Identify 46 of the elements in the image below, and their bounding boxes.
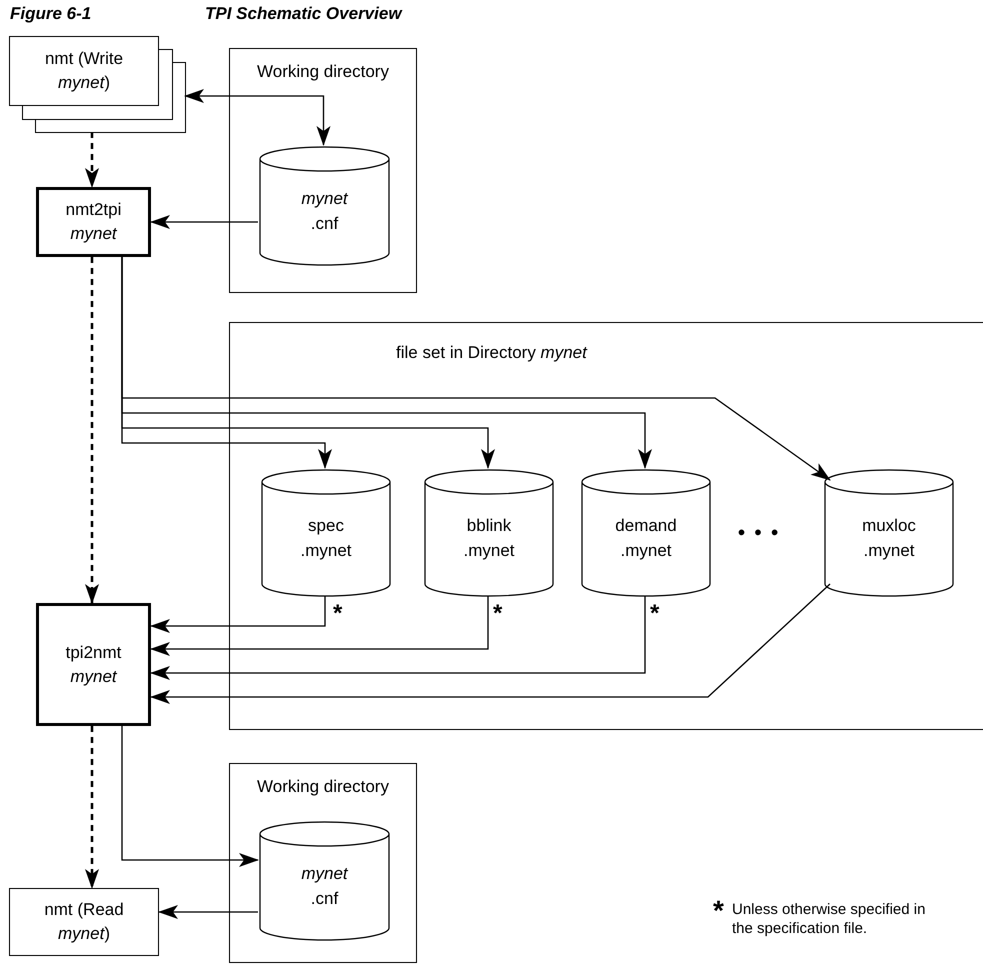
directory-title: Working directory — [256, 776, 390, 798]
database-cylinder — [581, 469, 711, 597]
arrow — [184, 89, 330, 146]
process-box — [36, 603, 151, 726]
database-cylinder — [259, 821, 390, 941]
figure-title: TPI Schematic Overview — [205, 3, 402, 25]
cylinder-label: bblink .mynet — [462, 515, 516, 562]
arrow — [150, 596, 489, 656]
ellipsis-dots: • • • — [738, 521, 780, 546]
cylinder-label: demand .mynet — [614, 515, 678, 562]
process-label: nmt (Write mynet) — [44, 48, 124, 94]
process-label: nmt2tpi mynet — [64, 199, 122, 245]
cylinder-label: spec .mynet — [299, 515, 353, 562]
arrow — [150, 584, 830, 704]
cylinder-label: muxloc .mynet — [861, 515, 917, 562]
process-box — [9, 36, 159, 106]
arrow — [150, 215, 258, 229]
database-cylinder — [424, 469, 554, 597]
arrow — [121, 257, 831, 481]
database-cylinder — [261, 469, 391, 597]
process-box — [9, 888, 159, 956]
asterisk-mark: * — [650, 599, 660, 629]
directory-box — [229, 48, 417, 293]
process-box — [36, 187, 151, 257]
directory-panel — [229, 322, 983, 730]
footnote: Unless otherwise specified in the specification file. — [732, 900, 926, 938]
cylinder-label: mynet .cnf — [300, 863, 350, 910]
figure-number: Figure 6-1 — [10, 3, 92, 25]
dashed-arrow — [85, 257, 99, 604]
database-cylinder — [259, 146, 390, 266]
arrow — [121, 726, 259, 867]
arrow — [150, 596, 646, 680]
process-label: tpi2nmt mynet — [64, 642, 122, 688]
process-label: nmt (Read mynet) — [43, 899, 125, 945]
asterisk-mark: * — [493, 599, 502, 629]
arrow — [158, 905, 258, 919]
directory-title: Working directory — [256, 61, 390, 83]
cylinder-label: mynet .cnf — [300, 188, 350, 235]
database-cylinder — [824, 469, 954, 597]
directory-box — [229, 763, 417, 963]
asterisk-mark: * — [333, 599, 342, 629]
arrow — [150, 596, 326, 633]
asterisk-mark: * — [713, 894, 724, 928]
dashed-arrow — [85, 726, 99, 889]
directory-title: file set in Directory mynet — [396, 342, 587, 364]
dashed-arrow — [85, 132, 99, 188]
